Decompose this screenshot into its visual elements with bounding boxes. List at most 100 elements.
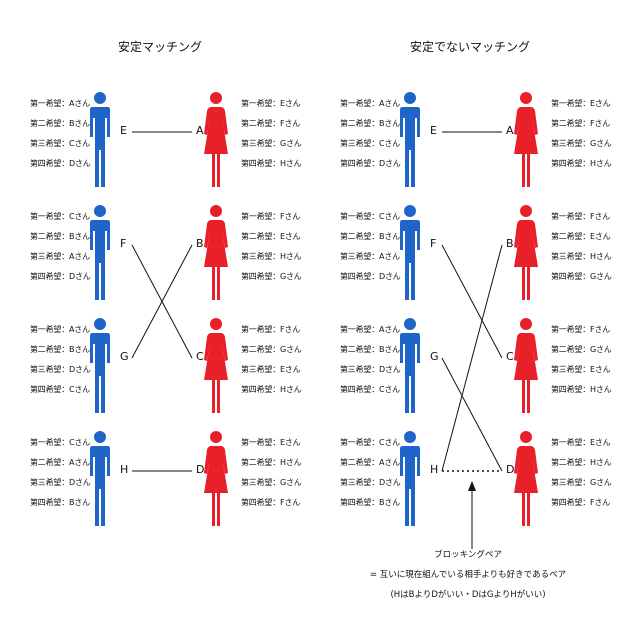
preference-item: 第四希望：Bさん	[30, 498, 90, 507]
preference-item: 第三希望：Aさん	[30, 252, 90, 261]
woman-label: C	[506, 350, 514, 363]
preference-item: 第二希望：Bさん	[340, 345, 400, 354]
woman-label: D	[506, 463, 515, 476]
woman-preferences: 第一希望：Fさん第二希望：Eさん第三希望：Hさん第四希望：Gさん	[551, 207, 612, 287]
woman-label: B	[506, 237, 514, 250]
preference-item: 第二希望：Fさん	[241, 119, 301, 128]
man-figure	[90, 205, 110, 300]
preference-item: 第一希望：Cさん	[340, 212, 400, 221]
preference-item: 第三希望：Gさん	[241, 478, 302, 487]
preference-item: 第一希望：Cさん	[30, 438, 90, 447]
woman-figure	[514, 92, 538, 187]
unstable-matching-title: 安定でないマッチング	[409, 40, 530, 54]
preference-item: 第一希望：Fさん	[241, 212, 301, 221]
woman-figure	[204, 318, 228, 413]
woman-figure	[204, 92, 228, 187]
preference-item: 第一希望：Fさん	[551, 325, 611, 334]
preference-item: 第三希望：Dさん	[340, 478, 401, 487]
preference-item: 第二希望：Aさん	[340, 458, 400, 467]
man-label: G	[430, 350, 439, 363]
woman-figure	[204, 431, 228, 526]
woman-preferences: 第一希望：Eさん第二希望：Hさん第三希望：Gさん第四希望：Fさん	[241, 433, 302, 513]
woman-label: A	[506, 124, 514, 137]
woman-preferences: 第一希望：Eさん第二希望：Fさん第三希望：Gさん第四希望：Hさん	[551, 94, 612, 174]
preference-item: 第四希望：Hさん	[551, 385, 612, 394]
preference-item: 第三希望：Gさん	[551, 478, 612, 487]
preference-item: 第一希望：Aさん	[340, 325, 400, 334]
preference-item: 第二希望：Hさん	[241, 458, 302, 467]
preference-item: 第三希望：Dさん	[30, 478, 91, 487]
preference-item: 第三希望：Cさん	[30, 139, 90, 148]
preference-item: 第二希望：Eさん	[551, 232, 611, 241]
man-preferences: 第一希望：Aさん第二希望：Bさん第三希望：Dさん第四希望：Cさん	[30, 320, 91, 400]
match-line	[441, 244, 503, 359]
preference-item: 第二希望：Aさん	[30, 458, 90, 467]
preference-item: 第四希望：Hさん	[241, 159, 302, 168]
man-label: E	[430, 124, 437, 137]
woman-label: A	[196, 124, 204, 137]
blocking-pair-arrow	[468, 481, 476, 549]
preference-item: 第二希望：Hさん	[551, 458, 612, 467]
preference-item: 第三希望：Aさん	[340, 252, 400, 261]
man-figure	[400, 205, 420, 300]
preference-item: 第四希望：Bさん	[340, 498, 400, 507]
man-label: H	[120, 463, 129, 476]
preference-item: 第四希望：Dさん	[340, 272, 401, 281]
preference-item: 第四希望：Gさん	[551, 272, 612, 281]
man-preferences: 第一希望：Cさん第二希望：Bさん第三希望：Aさん第四希望：Dさん	[30, 207, 91, 287]
woman-preferences: 第一希望：Fさん第二希望：Gさん第三希望：Eさん第四希望：Hさん	[241, 320, 302, 400]
woman-label: D	[196, 463, 205, 476]
preference-item: 第一希望：Cさん	[340, 438, 400, 447]
woman-figure	[514, 431, 538, 526]
preference-item: 第一希望：Eさん	[551, 438, 611, 447]
preference-item: 第二希望：Bさん	[30, 345, 90, 354]
match-line	[131, 244, 193, 359]
preference-item: 第一希望：Eさん	[241, 99, 301, 108]
man-figure	[90, 92, 110, 187]
match-line	[441, 244, 503, 472]
woman-figure	[514, 318, 538, 413]
woman-preferences: 第一希望：Eさん第二希望：Hさん第三希望：Gさん第四希望：Fさん	[551, 433, 612, 513]
preference-item: 第一希望：Cさん	[30, 212, 90, 221]
preference-item: 第四希望：Dさん	[30, 272, 91, 281]
preference-item: 第四希望：Cさん	[340, 385, 400, 394]
stable-matching-title: 安定マッチング	[117, 40, 202, 54]
man-figure	[400, 92, 420, 187]
man-label: F	[120, 237, 127, 250]
preference-item: 第一希望：Aさん	[340, 99, 400, 108]
preference-item: 第二希望：Bさん	[30, 232, 90, 241]
preference-item: 第二希望：Eさん	[241, 232, 301, 241]
preference-item: 第四希望：Fさん	[241, 498, 301, 507]
match-line	[441, 357, 503, 472]
man-preferences: 第一希望：Cさん第二希望：Aさん第三希望：Dさん第四希望：Bさん	[30, 433, 91, 513]
preference-item: 第三希望：Cさん	[340, 139, 400, 148]
preference-item: 第三希望：Gさん	[551, 139, 612, 148]
preference-item: 第二希望：Bさん	[30, 119, 90, 128]
preference-item: 第二希望：Bさん	[340, 119, 400, 128]
preference-item: 第一希望：Aさん	[30, 325, 90, 334]
preference-item: 第四希望：Hさん	[551, 159, 612, 168]
preference-item: 第一希望：Fさん	[551, 212, 611, 221]
woman-preferences: 第一希望：Fさん第二希望：Gさん第三希望：Eさん第四希望：Hさん	[551, 320, 612, 400]
preference-item: 第二希望：Gさん	[241, 345, 302, 354]
man-preferences: 第一希望：Aさん第二希望：Bさん第三希望：Dさん第四希望：Cさん	[340, 320, 401, 400]
man-preferences: 第一希望：Cさん第二希望：Bさん第三希望：Aさん第四希望：Dさん	[340, 207, 401, 287]
man-preferences: 第一希望：Aさん第二希望：Bさん第三希望：Cさん第四希望：Dさん	[340, 94, 401, 174]
woman-preferences: 第一希望：Fさん第二希望：Eさん第三希望：Hさん第四希望：Gさん	[241, 207, 302, 287]
preference-item: 第三希望：Dさん	[30, 365, 91, 374]
preference-item: 第二希望：Fさん	[551, 119, 611, 128]
blocking-pair-explanation: (HはBよりDがいい・DはGよりHがいい)	[390, 590, 546, 600]
blocking-pair-note-title: ブロッキングペア	[434, 550, 502, 560]
preference-item: 第四希望：Dさん	[340, 159, 401, 168]
man-preferences: 第一希望：Aさん第二希望：Bさん第三希望：Cさん第四希望：Dさん	[30, 94, 91, 174]
preference-item: 第一希望：Eさん	[551, 99, 611, 108]
blocking-pair-definition: = 互いに現在組んでいる相手よりも好きであるペア	[369, 570, 567, 580]
preference-item: 第三希望：Hさん	[241, 252, 302, 261]
preference-item: 第二希望：Bさん	[340, 232, 400, 241]
preference-item: 第三希望：Dさん	[340, 365, 401, 374]
man-preferences: 第一希望：Cさん第二希望：Aさん第三希望：Dさん第四希望：Bさん	[340, 433, 401, 513]
man-figure	[90, 318, 110, 413]
preference-item: 第四希望：Gさん	[241, 272, 302, 281]
man-label: G	[120, 350, 129, 363]
